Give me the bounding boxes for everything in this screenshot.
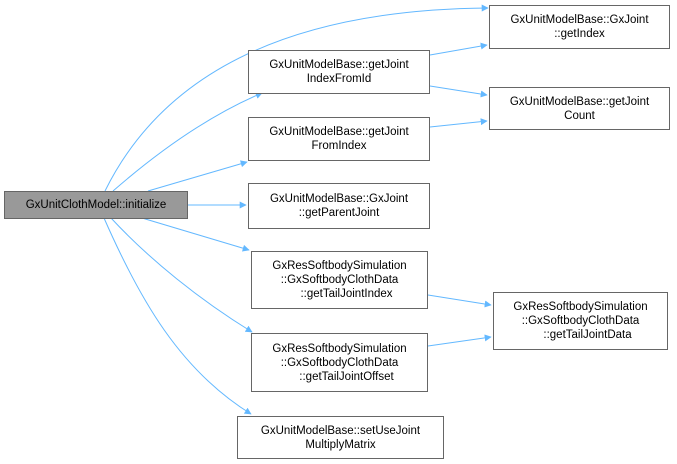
node-label-line: GxUnitModelBase::setUseJoint — [260, 424, 421, 437]
node-gxunitclothmodel-initialize[interactable]: GxUnitClothModel::initialize — [4, 191, 188, 219]
edge-root-to-getJointIndexFromId — [112, 92, 263, 192]
node-label-line: ::GxSoftbodyClothData — [280, 356, 399, 369]
node-label-line: ::getTailJointOffset — [299, 370, 394, 383]
node-getjointcount[interactable]: GxUnitModelBase::getJoint Count — [489, 87, 670, 130]
node-label-line: GxResSoftbodySimulation — [272, 342, 407, 355]
edge-root-to-getTailJointOffset — [110, 217, 253, 333]
node-label-line: GxUnitClothModel::initialize — [25, 199, 167, 211]
edge-getJointIndexFromId-to-getJointCount — [429, 85, 488, 98]
node-gettailjointindex[interactable]: GxResSoftbodySimulation ::GxSoftbodyClot… — [251, 251, 428, 309]
node-getjointindexfromid[interactable]: GxUnitModelBase::getJoint IndexFromId — [248, 50, 430, 94]
node-gettailjointdata[interactable]: GxResSoftbodySimulation ::GxSoftbodyClot… — [493, 292, 668, 350]
edge-getTailJointIndex-to-getTailJointData — [427, 294, 492, 308]
node-label-line: ::GxSoftbodyClothData — [521, 315, 640, 327]
node-label-line: GxResSoftbodySimulation — [513, 301, 648, 313]
node-getjointfromindex[interactable]: GxUnitModelBase::getJoint FromIndex — [248, 117, 430, 161]
node-label-line: ::getTailJointIndex — [300, 288, 393, 300]
node-label-line: GxUnitModelBase::getJoint — [269, 126, 409, 138]
node-label-line: GxUnitModelBase::GxJoint — [510, 14, 649, 26]
node-label-line: ::getParentJoint — [298, 207, 380, 219]
edge-root-to-getJointFromIndex — [147, 160, 248, 192]
edge-getJointFromIndex-to-getJointCount — [429, 118, 488, 128]
edge-getJointIndexFromId-to-getIndex — [429, 42, 488, 56]
node-setusejointmultiplymatrix[interactable]: GxUnitModelBase::setUseJoint MultiplyMat… — [237, 416, 444, 459]
node-label-line: ::getIndex — [554, 28, 605, 40]
node-label-line: GxUnitModelBase::GxJoint — [269, 193, 409, 205]
edge-root-to-setUseJoint — [103, 217, 252, 415]
node-gxjoint-getindex[interactable]: GxUnitModelBase::GxJoint ::getIndex — [489, 5, 670, 49]
node-label-line: GxUnitModelBase::getJoint — [509, 95, 650, 108]
node-gxjoint-getparentjoint[interactable]: GxUnitModelBase::GxJoint ::getParentJoin… — [248, 183, 430, 229]
node-gettailjointoffset[interactable]: GxResSoftbodySimulation ::GxSoftbodyClot… — [251, 333, 428, 392]
node-label-line: GxResSoftbodySimulation — [272, 260, 407, 272]
node-label-line: Count — [564, 109, 595, 122]
node-label-line: FromIndex — [311, 140, 367, 152]
node-label-line: ::getTailJointData — [543, 329, 632, 341]
node-label-line: MultiplyMatrix — [305, 438, 376, 451]
node-label-line: ::GxSoftbodyClothData — [280, 274, 399, 286]
node-label-line: IndexFromId — [306, 73, 372, 85]
edge-root-to-getTailJointIndex — [141, 217, 250, 252]
edge-root-to-getIndex — [104, 4, 489, 192]
edge-getTailJointOffset-to-getTailJointData — [427, 334, 492, 347]
node-label-line: GxUnitModelBase::getJoint — [269, 59, 409, 71]
